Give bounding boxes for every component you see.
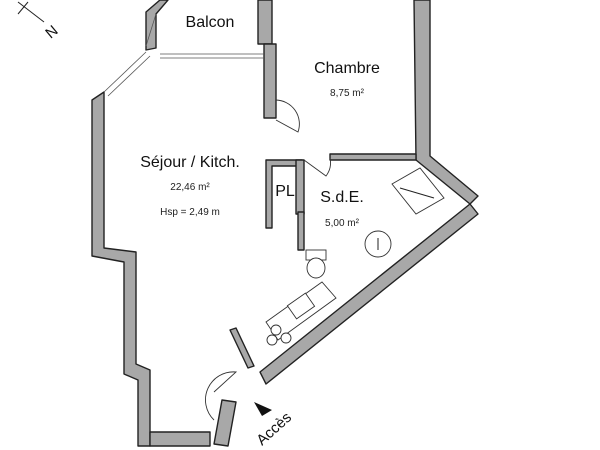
door-sde <box>303 157 331 177</box>
doors <box>205 99 331 421</box>
room-sejour-area: 22,46 m² <box>170 182 210 193</box>
compass-letter: N <box>42 22 61 42</box>
room-chambre-area: 8,75 m² <box>330 88 365 99</box>
walls <box>91 0 479 447</box>
room-sde-area: 5,00 m² <box>325 218 360 229</box>
room-chambre-name: Chambre <box>314 60 380 77</box>
door-chambre <box>275 99 300 133</box>
room-sejour-height: Hsp = 2,49 m <box>160 207 220 218</box>
toilet <box>305 249 327 279</box>
compass: N <box>17 1 61 42</box>
room-pl-name: PL <box>275 183 295 200</box>
room-sejour-name: Séjour / Kitch. <box>140 154 240 171</box>
entrance-arrow-icon <box>254 402 272 416</box>
entrance-label: Accès <box>253 409 295 449</box>
shower <box>391 167 445 215</box>
balcony-glazing <box>103 13 264 97</box>
door-entrance <box>205 371 238 421</box>
washbasin <box>364 230 392 258</box>
room-balcon-name: Balcon <box>186 14 235 31</box>
room-sde-name: S.d.E. <box>320 189 364 206</box>
kitchen-counter <box>265 281 337 346</box>
